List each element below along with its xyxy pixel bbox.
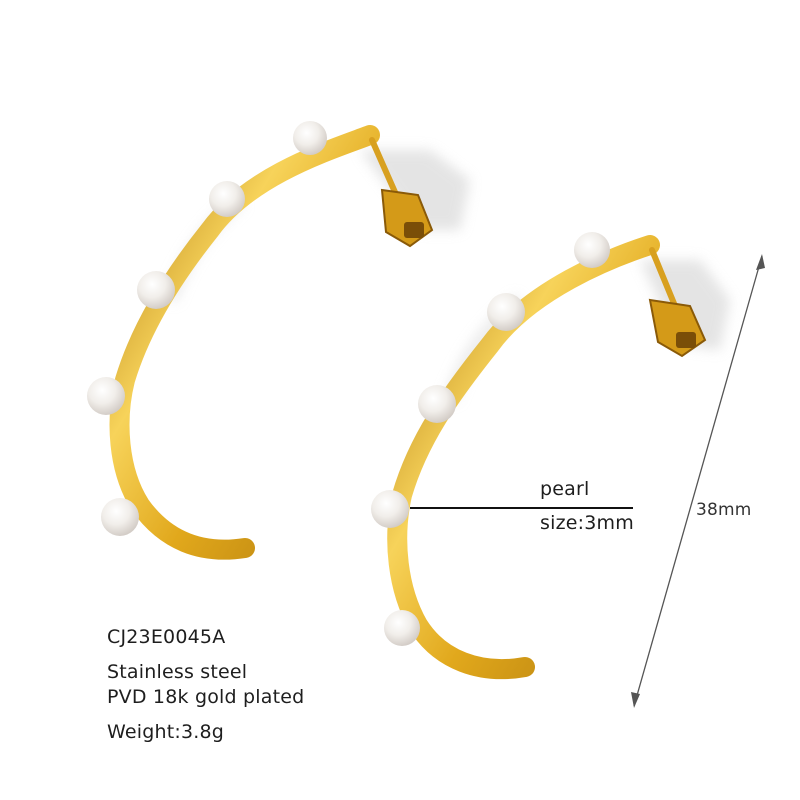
pearl-right [371,232,610,646]
pearl-label: pearl [540,478,590,500]
product-sku: CJ23E0045A [107,626,226,648]
product-weight: Weight:3.8g [107,721,225,743]
earring-right [371,232,707,680]
material-line-1: Stainless steel [107,661,248,683]
dimension-label: 38mm [696,500,752,520]
dimension-arrow [631,254,765,708]
pearl-left [87,121,327,536]
material-line-2: PVD 18k gold plated [107,686,305,708]
earring-back-left [380,188,434,248]
earring-left [87,121,434,560]
pearl-size-label: size:3mm [540,512,634,534]
earring-back-right [648,298,707,358]
